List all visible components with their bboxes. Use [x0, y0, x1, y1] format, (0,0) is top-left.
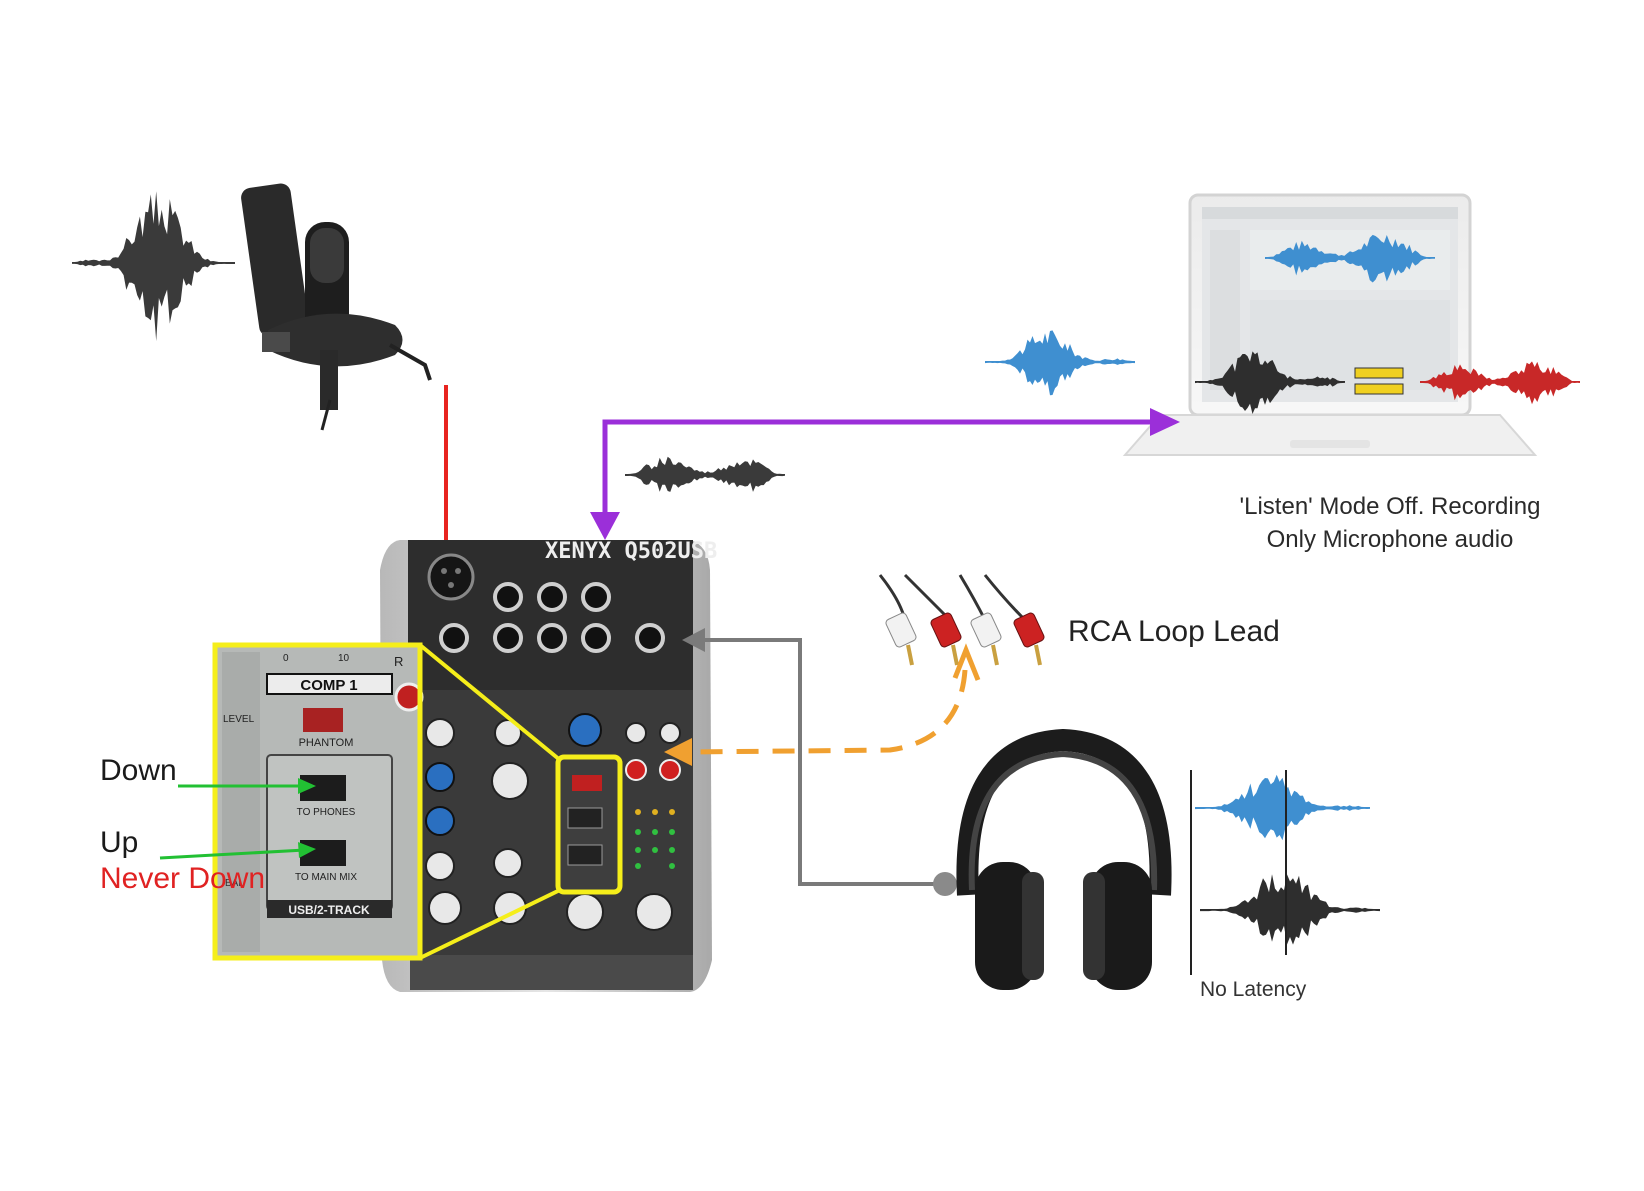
blue-waveform: [985, 330, 1135, 396]
mixer-icon: XENYX Q502USB: [380, 539, 717, 992]
scale-ten: 10: [338, 653, 350, 664]
latency-blue-waveform: [1195, 774, 1370, 841]
equals-icon: [1354, 367, 1404, 395]
usb-connection-arrow: [590, 408, 1180, 540]
comp-label: COMP 1: [300, 677, 357, 694]
listen-mode-caption: 'Listen' Mode Off. Recording Only Microp…: [1195, 490, 1585, 556]
to-main-mix-label: TO MAIN MIX: [295, 872, 357, 883]
laptop-icon: [1122, 193, 1538, 456]
r-label: R: [394, 654, 403, 669]
up-label: Up: [100, 826, 139, 859]
up-switch-arrow: [159, 842, 316, 860]
laptop-blue-waveform: [1265, 234, 1435, 283]
never-down-label: Never Down: [100, 862, 266, 895]
rca-loop-arrow: [664, 643, 981, 766]
to-phones-label: TO PHONES: [297, 807, 356, 818]
latency-dark-waveform: [1200, 874, 1380, 945]
level-label: LEVEL: [223, 714, 255, 725]
rca-loop-lead-label: RCA Loop Lead: [1068, 615, 1280, 648]
down-label: Down: [100, 754, 177, 787]
listen-caption-line2: Only Microphone audio: [1266, 526, 1514, 553]
laptop-red-waveform: [1420, 361, 1580, 405]
rca-cable-icon: [878, 573, 1045, 666]
no-latency-label: No Latency: [1200, 978, 1307, 1001]
mic-waveform-shape: [72, 191, 235, 342]
usb-dark-waveform: [625, 456, 785, 492]
latency-guides: [1190, 770, 1287, 975]
mic-waveform: [72, 191, 235, 342]
scale-zero: 0: [283, 653, 289, 664]
phantom-label: PHANTOM: [299, 737, 354, 749]
usb-2track-label: USB/2-TRACK: [288, 903, 370, 917]
mixer-brand: XENYX Q502USB: [545, 539, 717, 564]
headphones-icon: [956, 728, 1172, 990]
listen-caption-line1: 'Listen' Mode Off. Recording: [1239, 493, 1541, 520]
microphone-icon: [241, 183, 432, 431]
laptop-dark-waveform: [1195, 351, 1345, 414]
phones-cable-line: [682, 628, 957, 896]
down-switch-arrow: [178, 778, 316, 794]
zoom-inset: 0 10 R COMP 1 PHANTOM LEVEL BAL TO PHONE…: [212, 642, 562, 961]
bal-label: BAL: [225, 878, 244, 889]
